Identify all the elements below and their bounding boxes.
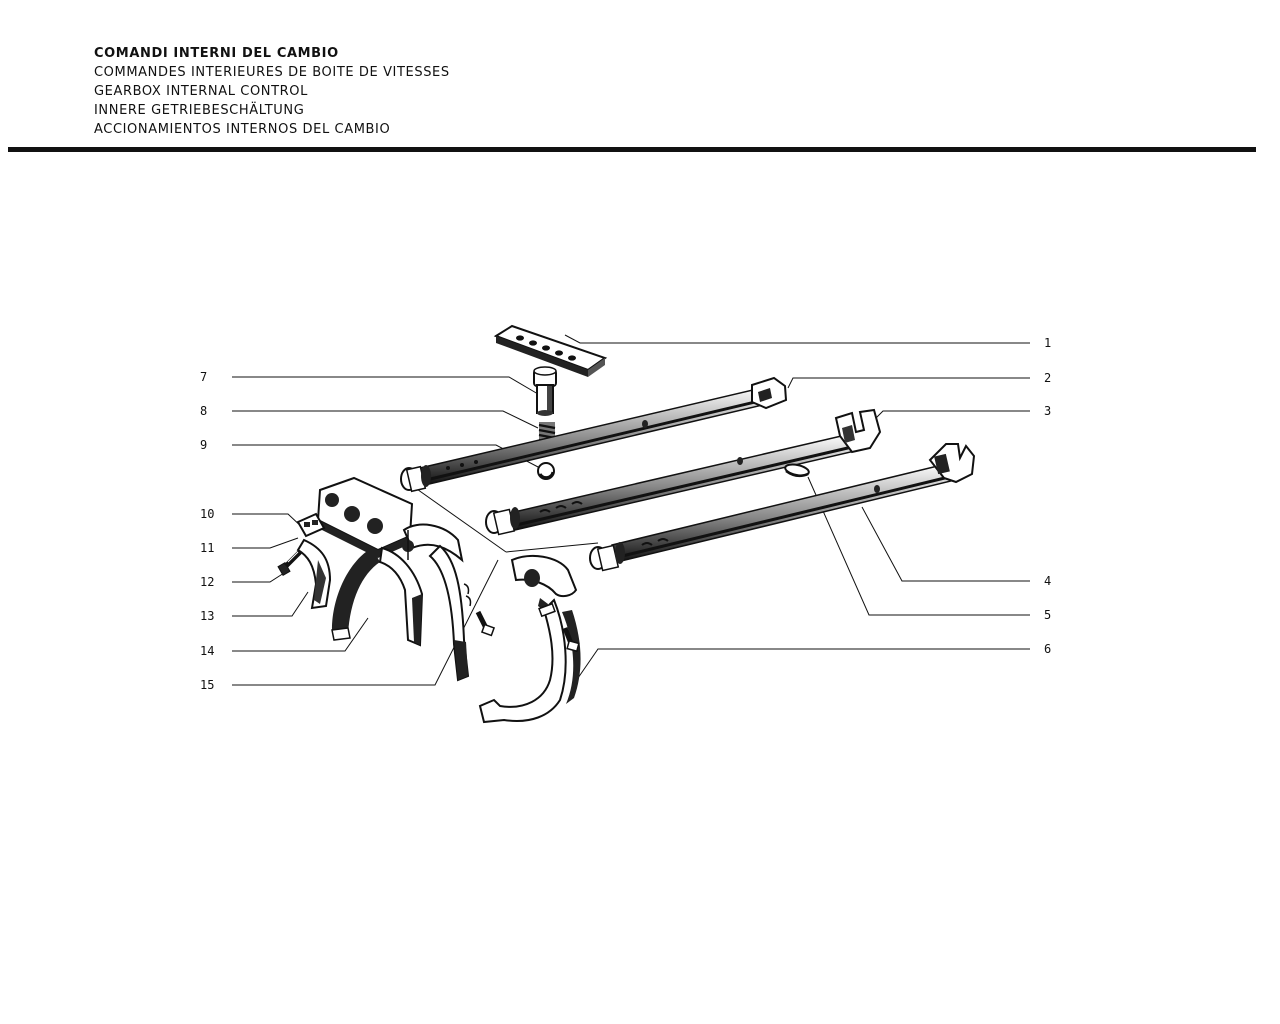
callout-10: 10 bbox=[200, 507, 214, 521]
leader-12 bbox=[232, 572, 285, 583]
callout-9: 9 bbox=[200, 438, 207, 452]
callout-11: 11 bbox=[200, 541, 214, 555]
part-locking-plate bbox=[493, 324, 608, 377]
title-italian: COMANDI INTERNI DEL CAMBIO bbox=[94, 46, 339, 61]
leader-4 bbox=[861, 506, 1030, 582]
title-german: INNERE GETRIEBESCHÄLTUNG bbox=[94, 103, 305, 118]
callout-6: 6 bbox=[1044, 642, 1051, 656]
part-shift-fork-middle bbox=[402, 523, 472, 682]
callout-2: 2 bbox=[1044, 371, 1051, 385]
part-shift-fork-large bbox=[478, 554, 581, 724]
callout-1: 1 bbox=[1044, 336, 1051, 350]
part-bolt-right bbox=[562, 627, 580, 653]
part-ball bbox=[537, 462, 555, 480]
leader-rod-collars bbox=[413, 486, 507, 553]
part-shift-rod-upper bbox=[400, 376, 788, 493]
title-spanish: ACCIONAMIENTOS INTERNOS DEL CAMBIO bbox=[94, 122, 391, 137]
leader-1 bbox=[564, 334, 1030, 344]
leader-13 bbox=[232, 591, 309, 617]
part-key bbox=[784, 463, 810, 478]
leader-rod-collars-2 bbox=[505, 542, 599, 553]
leader-5 bbox=[807, 476, 1030, 616]
callout-3: 3 bbox=[1044, 404, 1051, 418]
callout-4: 4 bbox=[1044, 574, 1051, 588]
callout-13: 13 bbox=[200, 609, 214, 623]
leader-11 bbox=[232, 537, 299, 549]
callout-15: 15 bbox=[200, 678, 214, 692]
leader-15 bbox=[232, 559, 499, 686]
multilingual-title: COMANDI INTERNI DEL CAMBIO COMMANDES INT… bbox=[94, 44, 450, 139]
callout-8: 8 bbox=[200, 404, 207, 418]
leader-10 bbox=[232, 513, 306, 531]
callout-7: 7 bbox=[200, 370, 207, 384]
leader-7 bbox=[232, 376, 539, 395]
title-english: GEARBOX INTERNAL CONTROL bbox=[94, 84, 308, 99]
part-bolt-left bbox=[277, 550, 302, 577]
leader-8 bbox=[232, 410, 539, 429]
title-french: COMMANDES INTERIEURES DE BOITE DE VITESS… bbox=[94, 65, 450, 80]
part-lock-washer bbox=[296, 512, 326, 538]
callout-numbers: 1 2 3 4 5 6 7 8 9 10 11 12 13 14 15 bbox=[200, 336, 1051, 692]
callout-5: 5 bbox=[1044, 608, 1051, 622]
callout-14: 14 bbox=[200, 644, 214, 658]
header-rule bbox=[8, 147, 1256, 152]
part-plunger-pin bbox=[533, 366, 557, 416]
part-fork-arm bbox=[296, 538, 332, 610]
part-shift-fork-left bbox=[316, 476, 424, 647]
part-bolt-middle bbox=[475, 610, 496, 637]
leader-6 bbox=[577, 648, 1030, 679]
part-shift-rod-middle bbox=[485, 408, 882, 536]
part-shift-rod-lower bbox=[589, 443, 976, 572]
leader-3 bbox=[875, 410, 1030, 419]
leader-14 bbox=[232, 617, 369, 652]
callout-12: 12 bbox=[200, 575, 214, 589]
leader-2 bbox=[787, 377, 1030, 389]
